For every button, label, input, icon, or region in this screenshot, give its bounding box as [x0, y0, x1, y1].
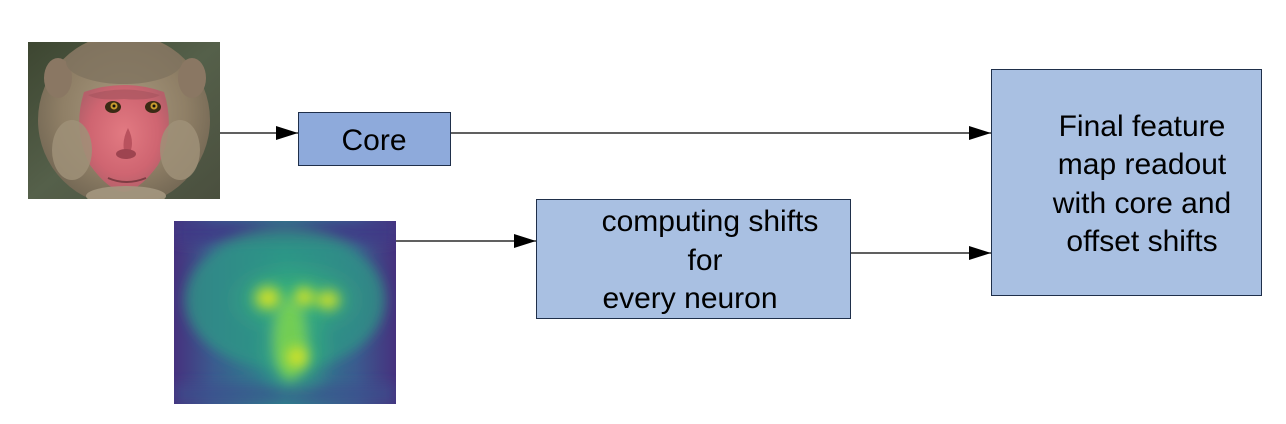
shifts-box [536, 199, 851, 319]
readout-label-line-2: map readout [1058, 148, 1227, 181]
monkey-image [28, 42, 220, 199]
readout-box [991, 69, 1262, 296]
core-node: Core [298, 112, 451, 166]
readout-node: Final feature map readout with core and … [991, 69, 1262, 296]
edges [220, 126, 991, 260]
readout-label-line-3: with core and [1052, 187, 1231, 220]
core-box [298, 112, 451, 166]
saliency-heatmap [174, 221, 396, 404]
readout-label-line-1: Final feature [1059, 110, 1226, 143]
shifts-label-line-1: computing shifts [602, 205, 819, 238]
readout-label-line-4: offset shifts [1066, 225, 1217, 258]
shifts-node: computing shifts for every neuron [536, 199, 851, 319]
core-label: Core [341, 124, 406, 157]
shifts-label-line-2: for [687, 244, 722, 277]
shifts-label-line-3: every neuron [602, 282, 777, 315]
monkey-eyes [105, 101, 161, 113]
